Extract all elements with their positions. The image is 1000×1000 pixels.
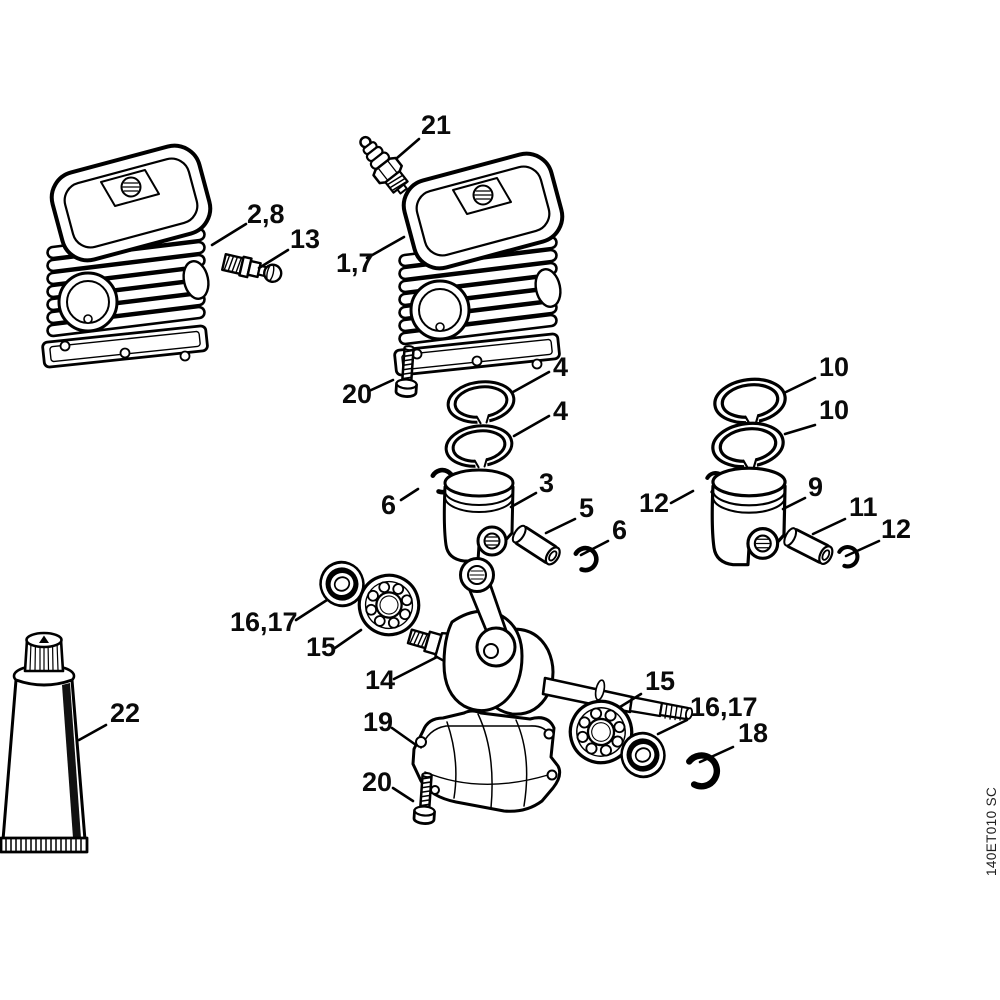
label-circlip-left-alt: 12 — [639, 488, 669, 518]
label-crankcase: 19 — [363, 707, 393, 737]
label-wrist-pin: 5 — [579, 493, 594, 523]
label-piston-ring-lower: 4 — [553, 396, 568, 426]
label-piston-ring-lower-alt: 10 — [819, 395, 849, 425]
label-oil-seal-right: 16,17 — [690, 692, 758, 722]
label-crankshaft: 14 — [365, 665, 395, 695]
crankcase-drawing — [411, 709, 562, 813]
cylinder-left-drawing — [40, 137, 219, 370]
label-bearing-right: 15 — [645, 666, 675, 696]
label-oil-seal-left: 16,17 — [230, 607, 298, 637]
label-crankcase-screw: 20 — [362, 767, 392, 797]
piston-drawing — [442, 468, 515, 563]
label-piston-ring-upper-alt: 10 — [819, 352, 849, 382]
label-piston: 3 — [539, 468, 554, 498]
spark-plug-drawing — [359, 135, 409, 195]
label-piston-ring-upper: 4 — [553, 352, 568, 382]
label-spark-plug: 21 — [421, 110, 451, 140]
label-cylinder-center: 1,7 — [336, 248, 374, 278]
label-sealant-tube: 22 — [110, 698, 140, 728]
label-retaining-washer: 18 — [738, 718, 768, 748]
label-cylinder-left: 2,8 — [247, 199, 285, 229]
label-decompression-valve: 13 — [290, 224, 320, 254]
label-circlip-left: 6 — [381, 490, 396, 520]
piston-alt-drawing — [710, 466, 787, 567]
label-circlip-right-alt: 12 — [881, 514, 911, 544]
figure-code: 140ET010 SC — [984, 787, 999, 876]
decompression-valve-drawing — [221, 253, 283, 283]
cylinder-center-drawing — [392, 145, 571, 378]
label-cylinder-screw: 20 — [342, 379, 372, 409]
leader-lines — [77, 137, 881, 803]
label-circlip-right: 6 — [612, 515, 627, 545]
label-bearing-left: 15 — [306, 632, 336, 662]
label-piston-alt: 9 — [808, 472, 823, 502]
label-wrist-pin-alt: 11 — [849, 492, 878, 522]
sealant-tube-drawing — [0, 631, 89, 854]
